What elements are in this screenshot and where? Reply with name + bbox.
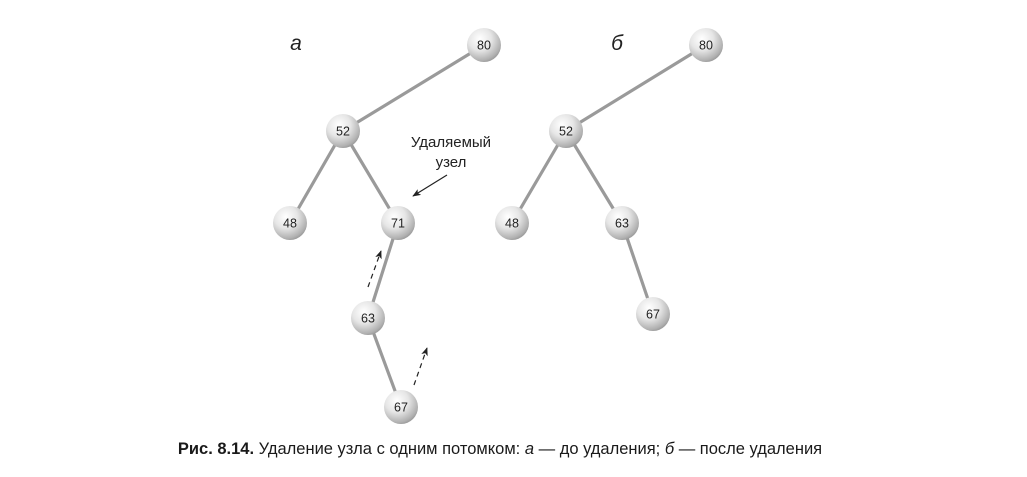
node-b-52: 52 (549, 114, 583, 148)
node-circle (467, 28, 501, 62)
node-label: 52 (336, 125, 350, 139)
node-b-80: 80 (689, 28, 723, 62)
node-circle (384, 390, 418, 424)
node-label: 71 (391, 217, 405, 231)
edge-a-52-71 (341, 129, 400, 225)
node-a-80: 80 (467, 28, 501, 62)
nodes-panel-b: 80 52 48 63 67 (495, 28, 723, 331)
panel-label-b: б (611, 32, 624, 55)
node-circle (273, 206, 307, 240)
node-circle (351, 301, 385, 335)
move-arrow-63-to-71 (367, 250, 382, 288)
node-label: 80 (477, 39, 491, 53)
node-label: 48 (283, 217, 297, 231)
node-label: 48 (505, 217, 519, 231)
panel-label-a: а (290, 32, 302, 55)
figure-caption: Рис. 8.14. Удаление узла с одним потомко… (0, 440, 1000, 459)
edge-b-52-63 (564, 129, 624, 225)
caption-a: а (524, 440, 535, 458)
caption-text-2: — до удаления; (534, 440, 665, 458)
node-circle (549, 114, 583, 148)
edge-a-80-52 (341, 43, 486, 133)
annotation-line-2: узел (436, 154, 467, 171)
node-label: 80 (699, 39, 713, 53)
node-label: 67 (394, 401, 408, 415)
node-circle (636, 297, 670, 331)
node-label: 67 (646, 308, 660, 322)
node-circle (689, 28, 723, 62)
edge-b-52-48 (510, 129, 568, 225)
node-b-48: 48 (495, 206, 529, 240)
nodes-panel-a: 80 52 48 71 63 67 (273, 28, 501, 424)
node-circle (605, 206, 639, 240)
caption-b: б (664, 440, 675, 458)
node-a-48: 48 (273, 206, 307, 240)
edges-panel-b (510, 43, 708, 316)
edge-b-80-52 (564, 43, 708, 133)
annotation-arrow (412, 174, 448, 197)
node-b-63: 63 (605, 206, 639, 240)
caption-prefix: Рис. 8.14. (177, 440, 255, 458)
caption-text-1: Удаление узла с одним потомком: (254, 440, 525, 458)
node-label: 52 (559, 125, 573, 139)
node-b-67: 67 (636, 297, 670, 331)
caption-text-3: — после удаления (674, 440, 823, 458)
annotation-line-1: Удаляемый (411, 134, 491, 151)
node-label: 63 (615, 217, 629, 231)
move-arrow-67-to-63 (413, 347, 428, 386)
node-circle (381, 206, 415, 240)
node-circle (495, 206, 529, 240)
edge-a-52-48 (288, 129, 345, 225)
node-circle (326, 114, 360, 148)
node-label: 63 (361, 312, 375, 326)
node-a-63: 63 (351, 301, 385, 335)
node-a-52: 52 (326, 114, 360, 148)
node-a-67: 67 (384, 390, 418, 424)
node-a-71: 71 (381, 206, 415, 240)
